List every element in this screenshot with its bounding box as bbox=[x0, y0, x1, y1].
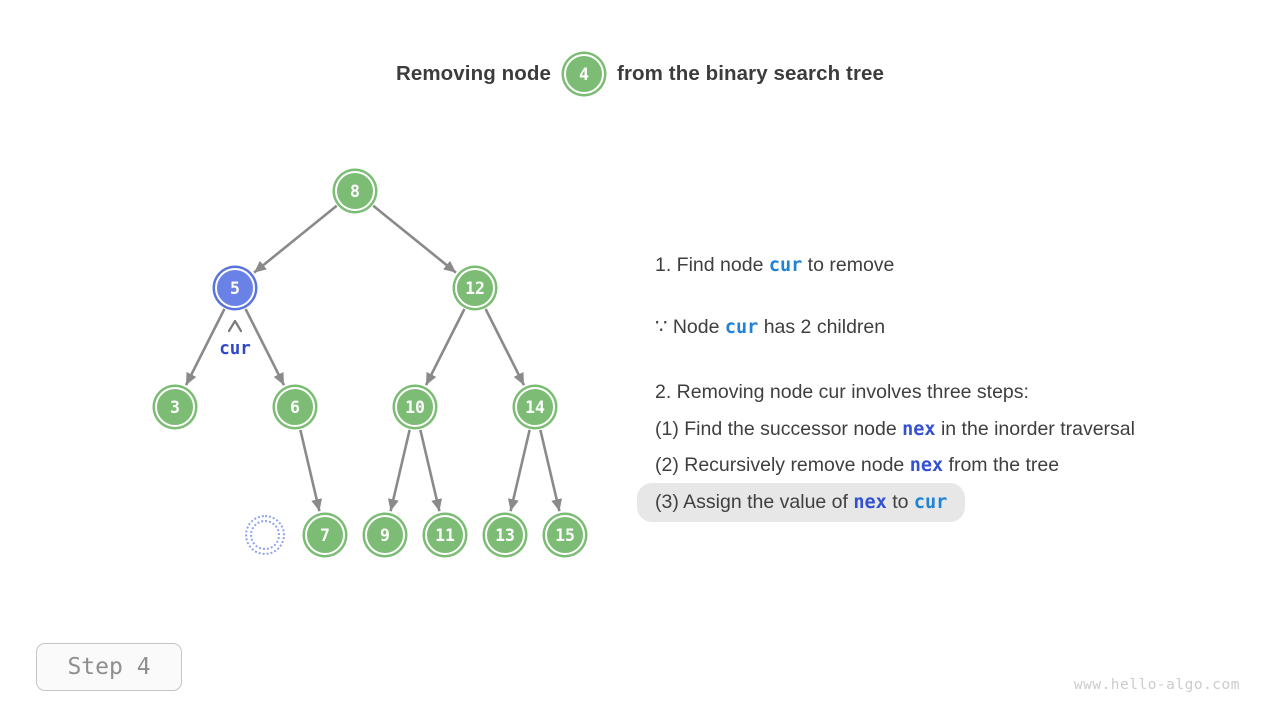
tree-node-7: 7 bbox=[305, 515, 345, 555]
keyword-nex: nex bbox=[853, 492, 887, 513]
tree-node-13: 13 bbox=[485, 515, 525, 555]
title-prefix: Removing node bbox=[395, 62, 552, 85]
watermark: www.hello-algo.com bbox=[1073, 677, 1240, 693]
binary-search-tree: 8 5 12 3 6 10 14 7 9 11 13 15 cur bbox=[0, 0, 640, 620]
tree-node-value: 3 bbox=[170, 397, 180, 417]
note-line-step3-highlighted: (3) Assign the value of nex to cur bbox=[637, 483, 966, 522]
note-text: to bbox=[886, 491, 914, 513]
tree-node-value: 12 bbox=[465, 278, 485, 298]
note-line-two-children: ∵ Node cur has 2 children bbox=[655, 314, 885, 341]
tree-node-value: 15 bbox=[555, 525, 575, 545]
keyword-nex: nex bbox=[902, 419, 936, 440]
note-text: 2. Removing node cur involves three step… bbox=[655, 381, 1029, 403]
step-badge: Step 4 bbox=[36, 643, 182, 691]
tree-node-value: 14 bbox=[525, 397, 545, 417]
removed-node-value: 4 bbox=[579, 64, 589, 84]
tree-node-value: 9 bbox=[380, 525, 390, 545]
note-text: 1. Find node bbox=[655, 254, 769, 276]
tree-node-8: 8 bbox=[335, 171, 375, 211]
tree-node-value: 10 bbox=[405, 397, 425, 417]
tree-node-15: 15 bbox=[545, 515, 585, 555]
note-text: has 2 children bbox=[758, 316, 886, 338]
keyword-cur: cur bbox=[724, 317, 759, 338]
tree-node-placeholder bbox=[245, 515, 285, 555]
tree-node-value: 11 bbox=[435, 525, 455, 545]
note-line-find-cur: 1. Find node cur to remove bbox=[655, 252, 894, 279]
tree-node-14: 14 bbox=[515, 387, 555, 427]
note-text: (1) Find the successor node bbox=[655, 418, 903, 440]
tree-node-10: 10 bbox=[395, 387, 435, 427]
note-text: (3) Assign the value of bbox=[655, 491, 854, 513]
tree-node-value: 8 bbox=[350, 181, 360, 201]
title-suffix: from the binary search tree bbox=[617, 62, 885, 85]
tree-node-value: 5 bbox=[230, 278, 240, 298]
note-line-step1: (1) Find the successor node nex in the i… bbox=[655, 416, 1135, 443]
removed-node-badge: 4 bbox=[564, 54, 605, 94]
note-line-step2: (2) Recursively remove node nex from the… bbox=[655, 452, 1059, 479]
note-text: from the tree bbox=[943, 454, 1060, 476]
tree-node-12: 12 bbox=[455, 268, 495, 308]
note-text: (2) Recursively remove node bbox=[655, 454, 910, 476]
tree-node-5: 5 bbox=[215, 268, 255, 308]
slide-title: Removing node 4 from the binary search t… bbox=[0, 52, 1280, 96]
note-text: in the inorder traversal bbox=[935, 418, 1135, 440]
tree-node-value: 13 bbox=[495, 525, 515, 545]
keyword-cur: cur bbox=[768, 255, 803, 276]
tree-node-9: 9 bbox=[365, 515, 405, 555]
tree-node-11: 11 bbox=[425, 515, 465, 555]
tree-node-6: 6 bbox=[275, 387, 315, 427]
cur-pointer-label: cur bbox=[219, 339, 251, 359]
tree-node-value: 7 bbox=[320, 525, 330, 545]
note-text: to remove bbox=[802, 254, 895, 276]
note-line-three-steps: 2. Removing node cur involves three step… bbox=[655, 379, 1029, 405]
tree-node-value: 6 bbox=[290, 397, 300, 417]
keyword-cur: cur bbox=[913, 492, 948, 513]
keyword-nex: nex bbox=[909, 455, 944, 476]
note-text: ∵ Node bbox=[655, 316, 725, 338]
tree-node-3: 3 bbox=[155, 387, 195, 427]
